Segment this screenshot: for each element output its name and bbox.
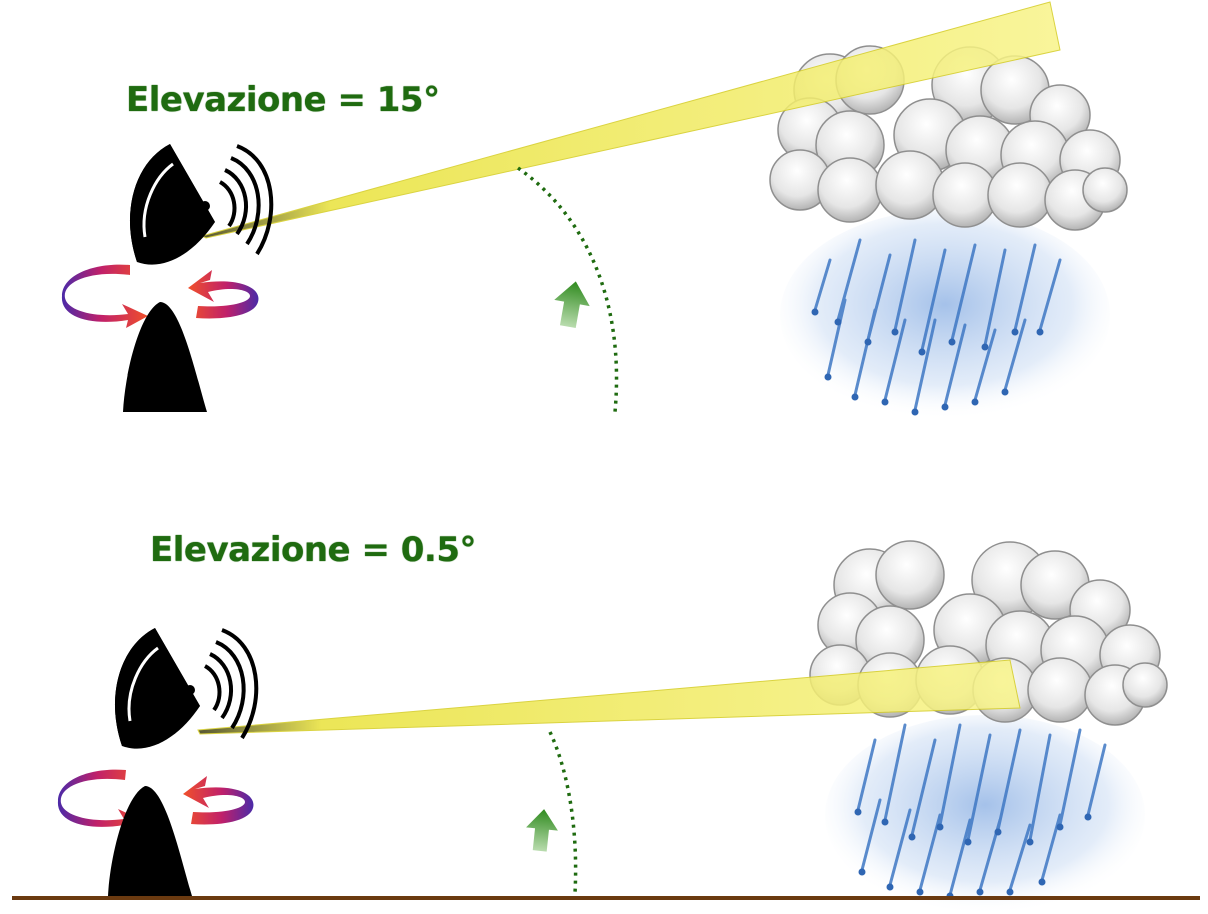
rain-icon [780, 210, 1110, 420]
elevation-arrow-icon [526, 809, 558, 852]
elevation-label-15: Elevazione = 15° [126, 80, 440, 120]
rotation-arrow-icon [61, 264, 259, 328]
elevation-arc [516, 166, 619, 413]
panel-top [61, 1, 1128, 420]
radar-beam [200, 1, 1061, 239]
rain-icon [825, 715, 1145, 914]
elevation-arrow-icon [554, 281, 590, 329]
rotation-arrow-icon [57, 769, 254, 833]
radar-antenna-icon [106, 626, 259, 898]
radar-beam [197, 659, 1021, 735]
elevation-label-0-5: Elevazione = 0.5° [150, 530, 477, 570]
radar-antenna-icon [121, 142, 274, 414]
panel-bottom [12, 540, 1200, 914]
elevation-arc [548, 731, 578, 894]
